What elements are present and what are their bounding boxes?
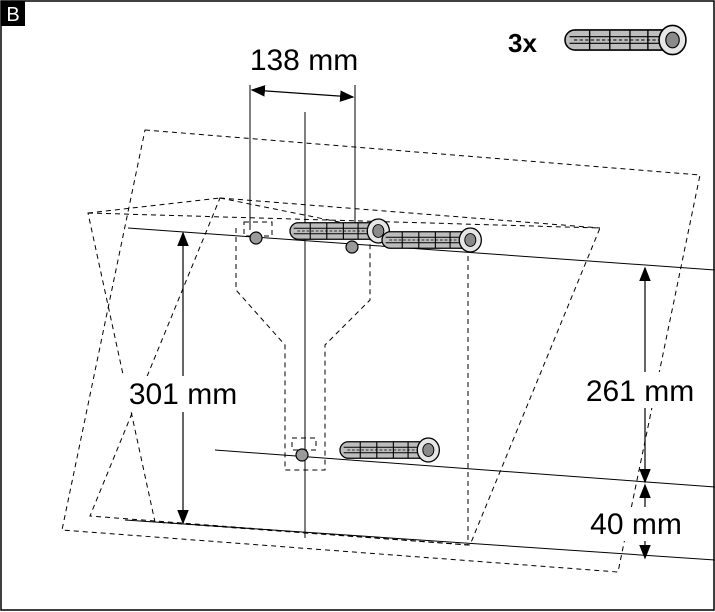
panel-label: B xyxy=(6,4,19,26)
screw-hole-upper-right xyxy=(345,240,359,254)
wall-plug-icon xyxy=(339,437,441,463)
total-height-label: 301 mm xyxy=(129,378,237,411)
hole-spacing-label: 138 mm xyxy=(250,44,358,77)
wall-plug-icon xyxy=(289,218,391,244)
screw-hole-upper-left xyxy=(249,231,263,245)
lower-offset-label: 40 mm xyxy=(590,508,682,541)
lower-hole-line xyxy=(214,449,715,488)
upper-offset-label: 261 mm xyxy=(586,375,694,408)
wall-plug-icon xyxy=(564,24,687,56)
screw-hole-lower xyxy=(295,448,309,462)
bracket-outline xyxy=(235,228,371,471)
wall-plug-icon xyxy=(381,227,483,253)
dashed-outline-inner xyxy=(89,197,469,546)
panel-label-badge: B xyxy=(1,1,25,26)
dashed-outline-outer xyxy=(61,129,701,573)
upper-hole-line xyxy=(127,227,715,271)
hole-spacing-arrow xyxy=(250,85,355,102)
quantity-label: 3x xyxy=(508,28,537,58)
bottom-line xyxy=(124,519,715,561)
